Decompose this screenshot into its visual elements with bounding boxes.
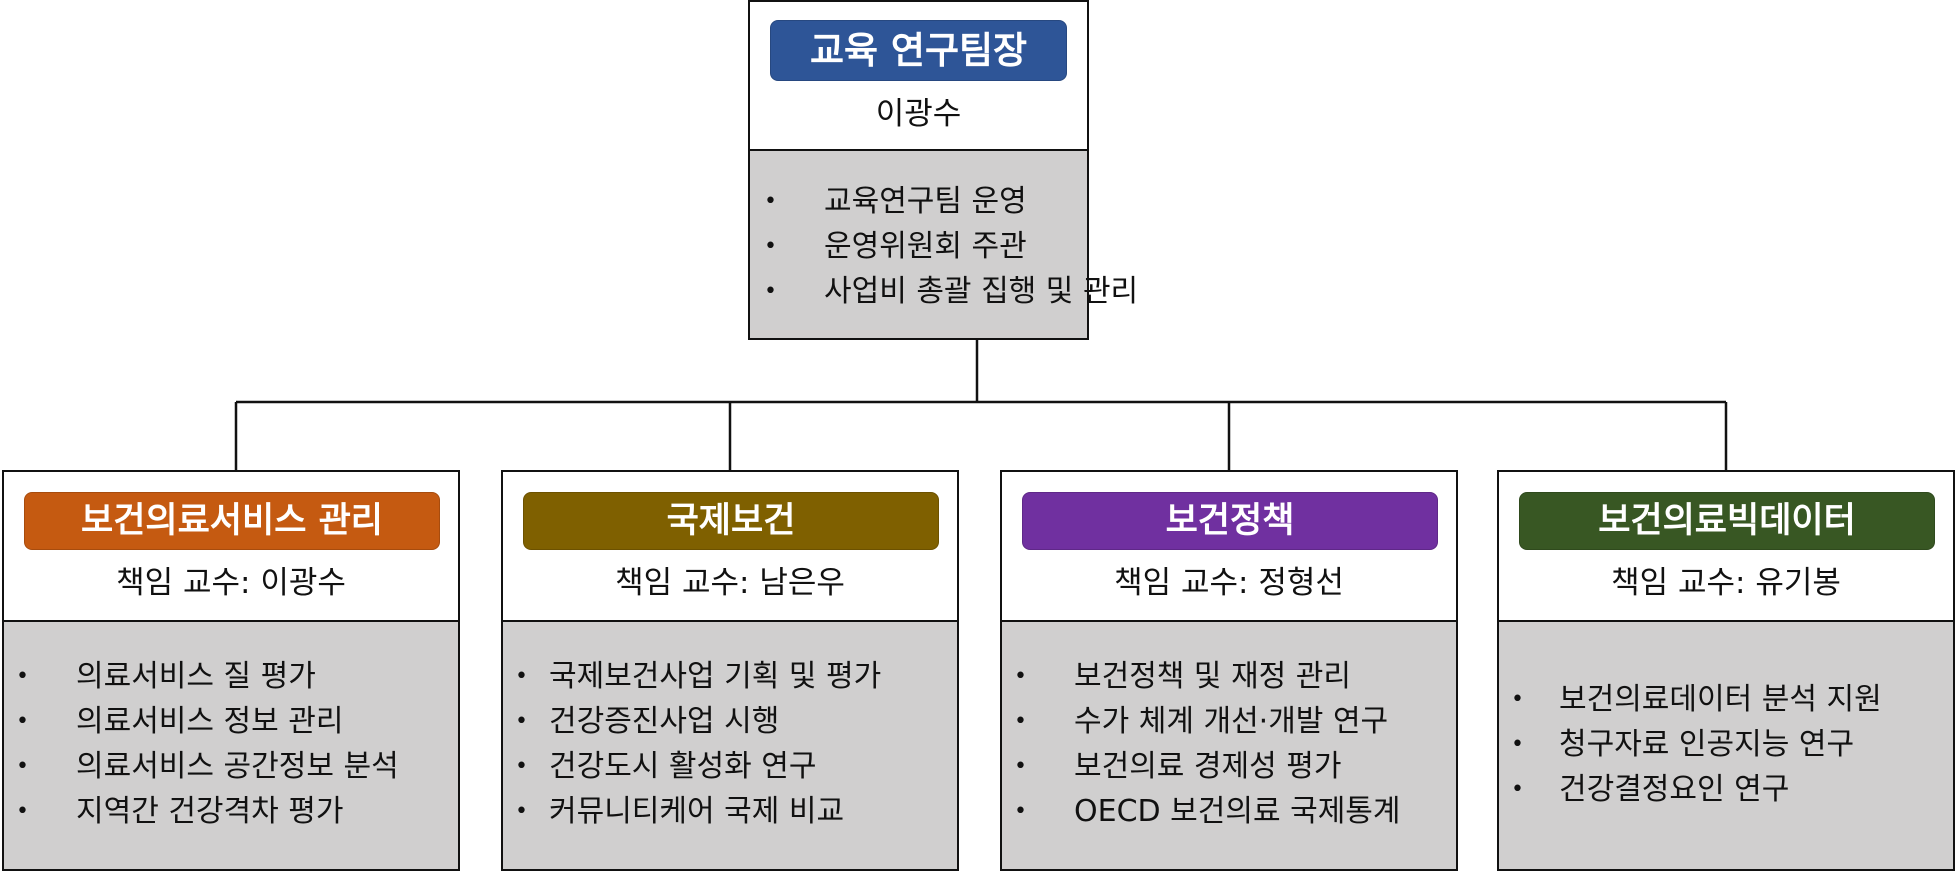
duty-item: • 교육연구팀 운영: [764, 179, 1138, 224]
duty-item: • 수가 체계 개선·개발 연구: [1014, 699, 1401, 744]
duty-item: • OECD 보건의료 국제통계: [1014, 789, 1401, 834]
duty-item: • 청구자료 인공지능 연구: [1511, 722, 1882, 767]
lead-duties-list: • 교육연구팀 운영 • 운영위원회 주관 • 사업비 총괄 집행 및 관리: [764, 179, 1138, 314]
duty-text: 국제보건사업 기획 및 평가: [549, 659, 882, 694]
unit-duties-list: •국제보건사업 기획 및 평가 •건강증진사업 시행 •건강도시 활성화 연구 …: [515, 654, 881, 834]
lead-title-pill: 교육 연구팀장: [770, 20, 1067, 81]
duty-text: 청구자료 인공지능 연구: [1559, 727, 1855, 762]
unit-duties-panel: •의료서비스 질 평가 •의료서비스 정보 관리 •의료서비스 공간정보 분석 …: [4, 620, 458, 869]
bullet-icon: •: [1014, 664, 1027, 689]
duty-text: 의료서비스 공간정보 분석: [76, 749, 399, 784]
duty-text: 사업비 총괄 집행 및 관리: [824, 274, 1139, 309]
unit-box-health-policy: 보건정책 책임 교수: 정형선 • 보건정책 및 재정 관리 • 수가 체계 개선·…: [1000, 470, 1458, 871]
bullet-icon: •: [16, 754, 29, 779]
bullet-icon: •: [1014, 709, 1027, 734]
unit-title-pill: 보건정책: [1022, 492, 1438, 550]
duty-item: • 지역간 건강격차 평가: [16, 789, 399, 834]
duty-item: • 건강결정요인 연구: [1511, 767, 1882, 812]
duty-item: • 의료서비스 정보 관리: [16, 699, 399, 744]
bullet-icon: •: [515, 709, 528, 734]
bullet-icon: •: [515, 799, 528, 824]
bullet-icon: •: [1511, 777, 1524, 802]
unit-duties-panel: •국제보건사업 기획 및 평가 •건강증진사업 시행 •건강도시 활성화 연구 …: [503, 620, 957, 869]
duty-item: • 운영위원회 주관: [764, 224, 1138, 269]
unit-header: 보건정책 책임 교수: 정형선: [1002, 472, 1456, 621]
lead-person: 이광수: [875, 96, 962, 132]
unit-header: 국제보건 책임 교수: 남은우: [503, 472, 957, 621]
duty-text: 보건정책 및 재정 관리: [1074, 659, 1352, 694]
duty-text: 건강도시 활성화 연구: [549, 749, 817, 784]
duty-text: 건강결정요인 연구: [1559, 772, 1790, 807]
unit-duties-panel: • 보건정책 및 재정 관리 • 수가 체계 개선·개발 연구 • 보건의료 경제성 …: [1002, 620, 1456, 869]
bullet-icon: •: [515, 754, 528, 779]
bullet-icon: •: [764, 279, 777, 304]
lead-duties-panel: • 교육연구팀 운영 • 운영위원회 주관 • 사업비 총괄 집행 및 관리: [750, 149, 1138, 338]
unit-person: 책임 교수: 이광수: [116, 565, 346, 601]
duty-item: • 의료서비스 공간정보 분석: [16, 744, 399, 789]
bullet-icon: •: [1014, 754, 1027, 779]
duty-text: 운영위원회 주관: [824, 229, 1027, 264]
unit-box-healthcare-service: 보건의료서비스 관리 책임 교수: 이광수 • 의료서비스 질 평가 • 의료서비스…: [2, 470, 460, 871]
unit-duties-list: • 보건의료데이터 분석 지원 • 청구자료 인공지능 연구 • 건강결정요인 연구: [1511, 677, 1882, 812]
duty-item: • 국제보건사업 기획 및 평가: [515, 654, 881, 699]
unit-header: 보건의료서비스 관리 책임 교수: 이광수: [4, 472, 458, 621]
unit-person: 책임 교수: 유기봉: [1611, 565, 1841, 601]
duty-text: OECD 보건의료 국제통계: [1074, 794, 1401, 829]
duty-item: • 건강증진사업 시행: [515, 699, 881, 744]
bullet-icon: •: [764, 234, 777, 259]
duty-text: 수가 체계 개선·개발 연구: [1074, 704, 1389, 739]
bullet-icon: •: [764, 189, 777, 214]
unit-person: 책임 교수: 정형선: [1114, 565, 1344, 601]
duty-item: • 사업비 총괄 집행 및 관리: [764, 269, 1138, 314]
duty-text: 의료서비스 질 평가: [76, 659, 316, 694]
duty-item: • 의료서비스 질 평가: [16, 654, 399, 699]
bullet-icon: •: [515, 664, 528, 689]
lead-box: 교육 연구팀장 이광수 • 교육연구팀 운영 • 운영위원회 주관 • 사업비 총괄 …: [748, 0, 1138, 340]
bullet-icon: •: [1014, 799, 1027, 824]
duty-text: 커뮤니티케어 국제 비교: [549, 794, 845, 829]
duty-text: 의료서비스 정보 관리: [76, 704, 344, 739]
unit-title-pill: 보건의료빅데이터: [1519, 492, 1935, 550]
duty-text: 건강증진사업 시행: [549, 704, 780, 739]
bullet-icon: •: [1511, 687, 1524, 712]
bullet-icon: •: [1511, 732, 1524, 757]
unit-person: 책임 교수: 남은우: [615, 565, 845, 601]
unit-duties-list: • 보건정책 및 재정 관리 • 수가 체계 개선·개발 연구 • 보건의료 경제성 …: [1014, 654, 1401, 834]
unit-title-pill: 국제보건: [523, 492, 939, 550]
duty-item: • 보건의료데이터 분석 지원: [1511, 677, 1882, 722]
lead-header: 교육 연구팀장 이광수: [750, 2, 1087, 150]
duty-item: • 보건정책 및 재정 관리: [1014, 654, 1401, 699]
unit-box-global-health: 국제보건 책임 교수: 남은우 • 국제보건사업 기획 및 평가 • 건강증진사업 …: [501, 470, 959, 871]
unit-box-health-bigdata: 보건의료빅데이터 책임 교수: 유기봉 • 보건의료데이터 분석 지원 • 청구자료…: [1497, 470, 1955, 871]
unit-duties-list: •의료서비스 질 평가 •의료서비스 정보 관리 •의료서비스 공간정보 분석 …: [16, 654, 399, 834]
duty-item: • 보건의료 경제성 평가: [1014, 744, 1401, 789]
duty-text: 보건의료데이터 분석 지원: [1559, 682, 1882, 717]
bullet-icon: •: [16, 709, 29, 734]
duty-text: 지역간 건강격차 평가: [76, 794, 344, 829]
duty-text: 교육연구팀 운영: [824, 184, 1027, 219]
bullet-icon: •: [16, 664, 29, 689]
duty-item: • 커뮤니티케어 국제 비교: [515, 789, 881, 834]
unit-duties-panel: • 보건의료데이터 분석 지원 • 청구자료 인공지능 연구 • 건강결정요인 연구: [1499, 620, 1953, 869]
duty-text: 보건의료 경제성 평가: [1074, 749, 1342, 784]
duty-item: • 건강도시 활성화 연구: [515, 744, 881, 789]
bullet-icon: •: [16, 799, 29, 824]
unit-header: 보건의료빅데이터 책임 교수: 유기봉: [1499, 472, 1953, 621]
unit-title-pill: 보건의료서비스 관리: [24, 492, 440, 550]
